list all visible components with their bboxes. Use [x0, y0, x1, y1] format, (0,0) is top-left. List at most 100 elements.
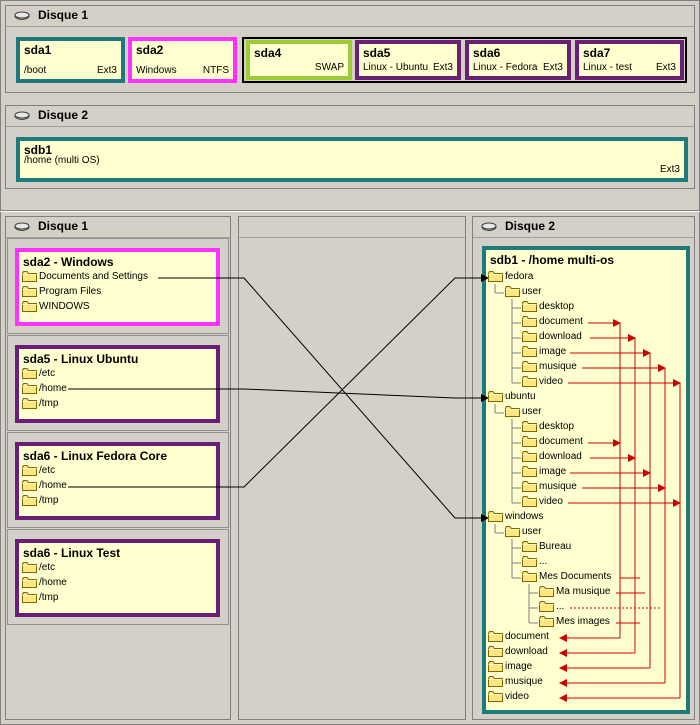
partition-sda4[interactable]: sda4 SWAP — [246, 40, 352, 80]
folder-label: /etc — [39, 562, 56, 573]
folder-label: Program Files — [39, 286, 102, 297]
box-title: sda6 - Linux Fedora Core — [23, 449, 168, 463]
tree-folder-item[interactable]: user — [505, 406, 541, 420]
folder-icon — [22, 301, 37, 312]
box-title: sda6 - Linux Test — [23, 546, 121, 560]
tree-folder-item[interactable]: image — [522, 466, 566, 480]
folder-label: image — [505, 661, 533, 672]
box-sda6-test: sda6 - Linux Test — [15, 539, 220, 617]
folder-icon — [488, 676, 503, 687]
folder-label: document — [539, 316, 583, 327]
middle-header — [239, 217, 465, 238]
tree-folder-item[interactable]: ubuntu — [488, 391, 536, 405]
folder-label: /tmp — [39, 592, 59, 603]
folder-label: user — [522, 526, 542, 537]
tree-folder-item[interactable]: Bureau — [522, 541, 571, 555]
folder-label: /home — [39, 383, 67, 394]
folder-label: /tmp — [39, 495, 59, 506]
hard-disk-icon — [481, 222, 497, 231]
tree-folder-item[interactable]: Ma musique — [539, 586, 610, 600]
folder-item[interactable]: Documents and Settings — [22, 271, 148, 285]
tree-folder-item[interactable]: desktop — [522, 421, 574, 435]
hard-disk-icon — [14, 111, 30, 120]
tree-folder-item[interactable]: ... — [539, 601, 564, 615]
tree-folder-item[interactable]: document — [488, 631, 549, 645]
folder-item[interactable]: /tmp — [22, 592, 58, 606]
tree-folder-item[interactable]: image — [488, 661, 532, 675]
folder-icon — [539, 616, 554, 627]
tree-folder-item[interactable]: musique — [488, 676, 543, 690]
partition-sda2[interactable]: sda2 Windows NTFS — [128, 37, 237, 83]
tree-folder-item[interactable]: desktop — [522, 301, 574, 315]
partition-name: sda6 — [473, 46, 501, 60]
partition-sda6[interactable]: sda6 Linux - Fedora Ext3 — [465, 40, 571, 80]
tree-folder-item[interactable]: video — [488, 691, 529, 705]
tree-folder-item[interactable]: download — [488, 646, 548, 660]
folder-label: desktop — [539, 301, 575, 312]
tree-folder-item[interactable]: user — [505, 526, 541, 540]
bottom-disk1-title: Disque 1 — [38, 219, 89, 233]
folder-item[interactable]: /etc — [22, 562, 55, 576]
folder-label: musique — [539, 361, 577, 372]
folder-icon — [522, 556, 537, 567]
folder-item[interactable]: /home — [22, 383, 67, 397]
tree-folder-item[interactable]: windows — [488, 511, 543, 525]
folder-label: download — [539, 451, 582, 462]
tree-folder-item[interactable]: video — [522, 496, 563, 510]
folder-icon — [488, 271, 503, 282]
folder-label: Bureau — [539, 541, 572, 552]
tree-title: sdb1 - /home multi-os — [490, 253, 615, 267]
folder-icon — [522, 331, 537, 342]
folder-icon — [522, 316, 537, 327]
tree-folder-item[interactable]: download — [522, 451, 582, 465]
tree-folder-item[interactable]: document — [522, 316, 583, 330]
top-disk1-panel: Disque 1 sda1 /boot Ext3 sda2 Windows NT… — [5, 5, 695, 93]
folder-item[interactable]: /etc — [22, 368, 55, 382]
folder-label: video — [505, 691, 529, 702]
partition-fs: NTFS — [202, 65, 229, 76]
folder-label: Mes Documents — [539, 571, 612, 582]
tree-folder-item[interactable]: user — [505, 286, 541, 300]
folder-item[interactable]: /home — [22, 577, 67, 591]
folder-label: Ma musique — [556, 586, 611, 597]
folder-label: musique — [539, 481, 577, 492]
partition-sdb1[interactable]: sdb1 /home (multi OS) Ext3 — [16, 137, 688, 182]
partition-label: Linux - Ubuntu — [363, 62, 429, 73]
partition-label: /home (multi OS) — [24, 155, 100, 166]
tree-sdb1: sdb1 - /home multi-os — [482, 246, 690, 714]
tree-folder-item[interactable]: download — [522, 331, 582, 345]
top-disk2-header: Disque 2 — [6, 106, 694, 127]
folder-item[interactable]: /home — [22, 480, 67, 494]
folder-icon — [539, 586, 554, 597]
tree-folder-item[interactable]: Mes images — [539, 616, 610, 630]
tree-folder-item[interactable]: ... — [522, 556, 547, 570]
partition-name: sda4 — [254, 46, 282, 60]
partition-sda5[interactable]: sda5 Linux - Ubuntu Ext3 — [355, 40, 461, 80]
folder-icon — [22, 398, 37, 409]
folder-icon — [488, 661, 503, 672]
tree-folder-item[interactable]: musique — [522, 361, 577, 375]
partition-sda1[interactable]: sda1 /boot Ext3 — [16, 37, 125, 83]
folder-item[interactable]: /etc — [22, 465, 55, 479]
tree-folder-item[interactable]: image — [522, 346, 566, 360]
folder-item[interactable]: /tmp — [22, 495, 58, 509]
tree-folder-item[interactable]: document — [522, 436, 583, 450]
folder-item[interactable]: WINDOWS — [22, 301, 90, 315]
folder-label: /etc — [39, 465, 56, 476]
tree-folder-item[interactable]: video — [522, 376, 563, 390]
tree-folder-item[interactable]: musique — [522, 481, 577, 495]
partition-name: sda5 — [363, 46, 391, 60]
folder-label: document — [505, 631, 549, 642]
tree-folder-item[interactable]: Mes Documents — [522, 571, 611, 585]
folder-icon — [22, 465, 37, 476]
folder-label: /tmp — [39, 398, 59, 409]
folder-item[interactable]: Program Files — [22, 286, 101, 300]
partition-fs: Ext3 — [432, 62, 453, 73]
folder-icon — [488, 511, 503, 522]
partition-label: Windows — [136, 65, 177, 76]
tree-folder-item[interactable]: fedora — [488, 271, 533, 285]
folder-label: /etc — [39, 368, 56, 379]
folder-icon — [22, 480, 37, 491]
folder-item[interactable]: /tmp — [22, 398, 58, 412]
partition-sda7[interactable]: sda7 Linux - test Ext3 — [575, 40, 684, 80]
